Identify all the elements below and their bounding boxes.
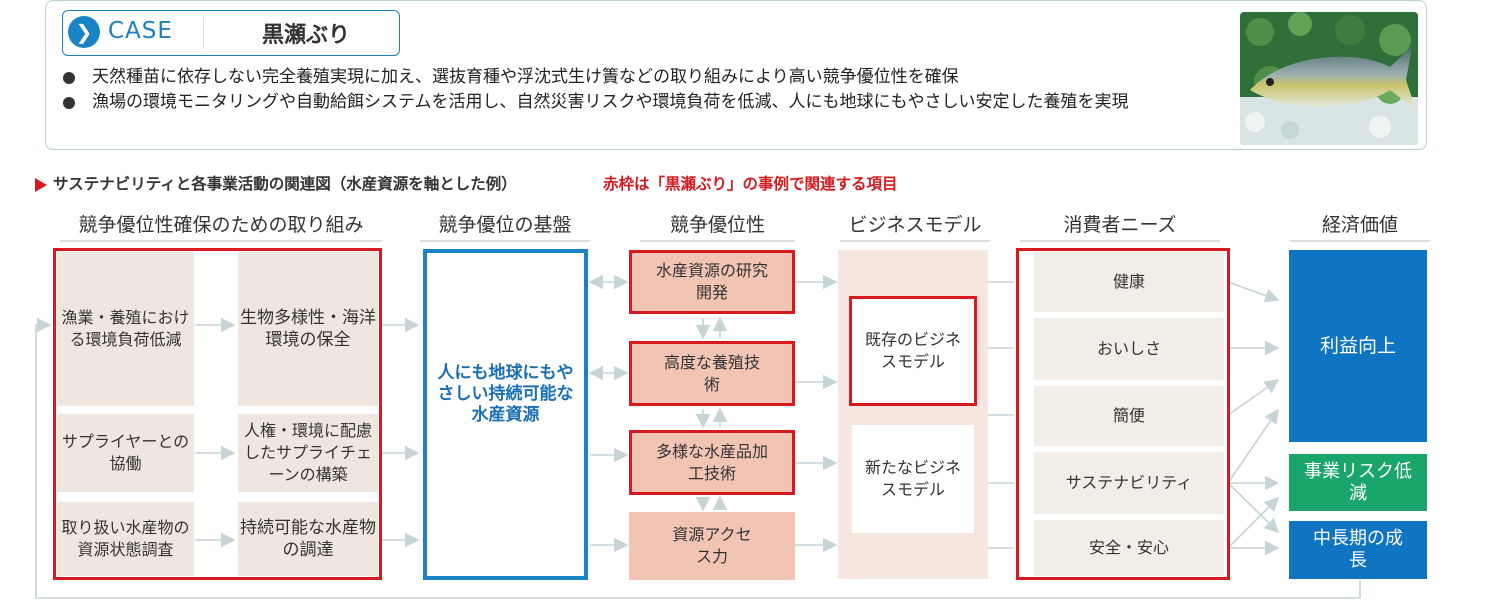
advantage-resource-access: 資源アクセス力: [629, 512, 795, 580]
need-convenience: 簡便: [1034, 386, 1224, 446]
need-safety: 安全・安心: [1034, 520, 1224, 576]
case-bullet-1: 天然種苗に依存しない完全養殖実現に加え、選抜育種や浮沈式生け簀などの取り組みによ…: [92, 67, 959, 87]
case-tag: [62, 10, 400, 56]
diagram-note: 赤枠は「黒瀬ぶり」の事例で関連する項目: [603, 175, 898, 193]
header-advantage: 競争優位性: [640, 210, 795, 242]
initiative-env-load: 漁業・養殖における環境負荷低減: [57, 252, 194, 406]
business-model-existing: 既存のビジネスモデル: [849, 296, 977, 406]
play-triangle-icon: [35, 178, 47, 192]
need-taste: おいしさ: [1034, 318, 1224, 380]
header-foundation: 競争優位の基盤: [420, 210, 590, 242]
case-separator: [203, 17, 204, 49]
foundation-box: 人にも地球にもやさしい持続可能な水産資源: [423, 249, 588, 580]
advantage-rnd: 水産資源の研究開発: [629, 250, 795, 314]
initiative-supply-chain: 人権・環境に配慮したサプライチェーンの構築: [238, 414, 378, 492]
fish-photo: [1240, 12, 1418, 145]
case-name: 黒瀬ぶり: [262, 23, 351, 48]
initiative-supplier: サプライヤーとの協働: [57, 414, 194, 492]
case-bullet-2: 漁場の環境モニタリングや自動給餌システムを活用し、自然災害リスクや環境負荷を低減…: [92, 92, 1129, 112]
case-label: CASE: [108, 18, 173, 44]
header-business-model: ビジネスモデル: [840, 210, 990, 242]
need-sustainability: サステナビリティ: [1034, 452, 1224, 514]
bullet-dot: [63, 97, 75, 109]
header-economic-value: 経済価値: [1290, 210, 1430, 242]
header-initiatives: 競争優位性確保のための取り組み: [60, 210, 382, 242]
diagram-title: サステナビリティと各事業活動の関連図（水産資源を軸とした例）: [53, 175, 517, 193]
value-growth: 中長期の成長: [1289, 521, 1427, 579]
bullet-dot: [63, 72, 75, 84]
value-risk-reduction: 事業リスク低減: [1289, 454, 1427, 511]
advantage-aquaculture: 高度な養殖技術: [629, 341, 795, 406]
initiatives-frame: [53, 248, 382, 580]
initiative-procurement: 持続可能な水産物の調達: [238, 502, 378, 576]
initiative-biodiversity: 生物多様性・海洋環境の保全: [238, 252, 378, 406]
initiative-resource-survey: 取り扱い水産物の資源状態調査: [57, 502, 194, 576]
header-consumer-needs: 消費者ニーズ: [1020, 210, 1220, 242]
advantage-processing: 多様な水産品加工技術: [629, 430, 795, 495]
business-model-new: 新たなビジネスモデル: [852, 425, 974, 533]
need-health: 健康: [1034, 252, 1224, 312]
chevron-right-icon: ❯: [68, 16, 100, 48]
value-profit: 利益向上: [1289, 250, 1427, 442]
